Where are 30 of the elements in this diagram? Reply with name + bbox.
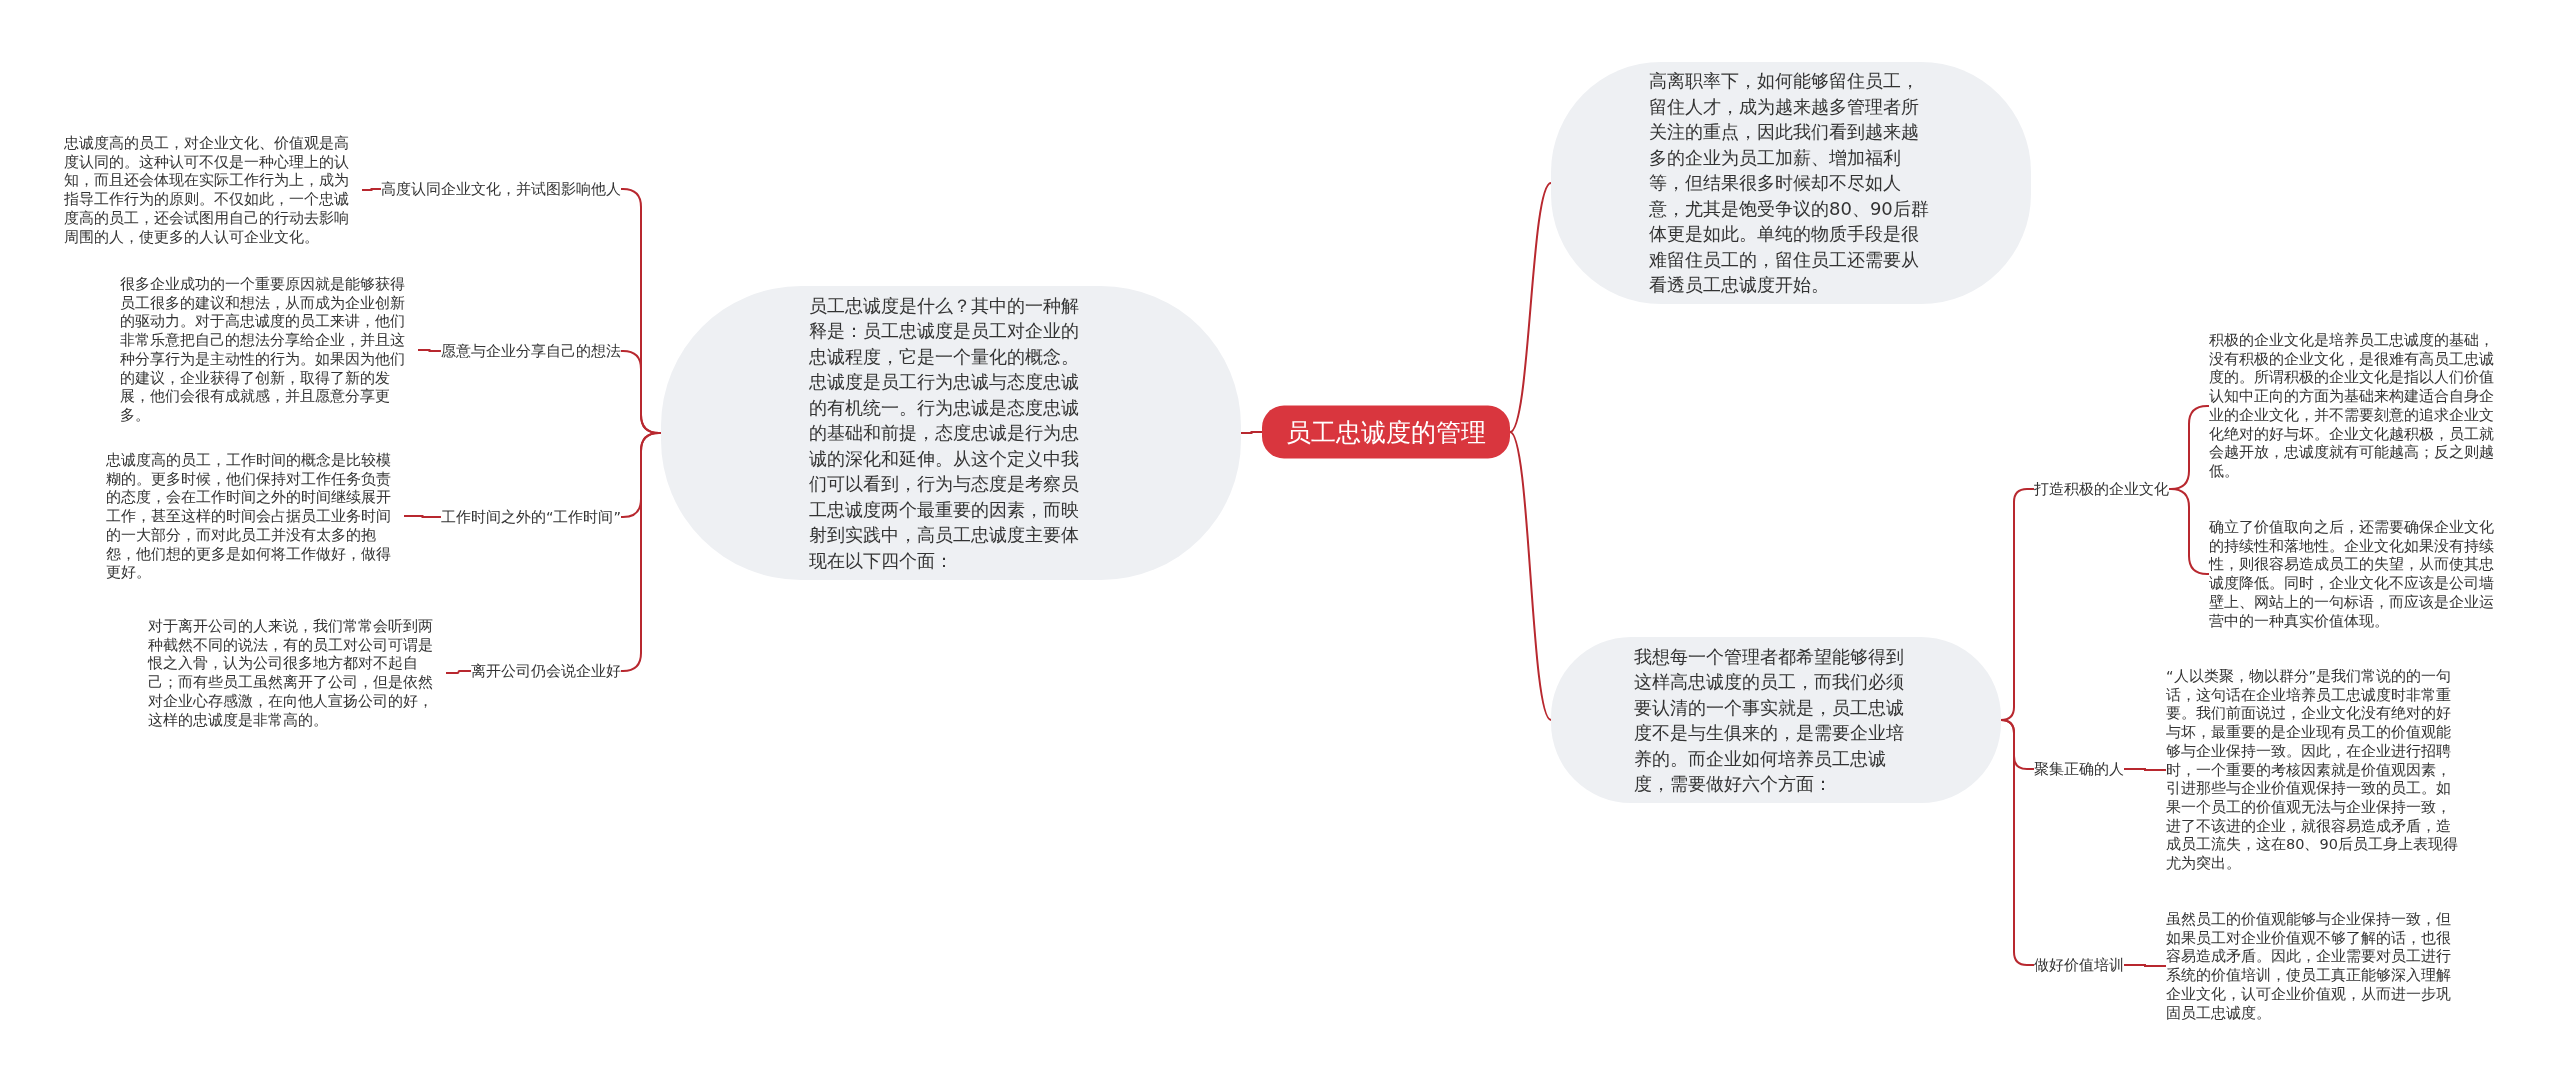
- connector-line: [2123, 964, 2167, 967]
- connector-line: [1240, 431, 1263, 434]
- branch-label: 愿意与企业分享自己的想法: [441, 341, 621, 361]
- connector-line: [620, 432, 662, 672]
- branch-label: 做好价值培训: [2034, 955, 2124, 975]
- note-text: 很多企业成功的一个重要原因就是能够获得员工很多的建议和想法，从而成为企业创新的驱动力。对于高忠诚度的员工来讲，他们非常乐意把自己的想法分享给企业，并且这种分享行为是主动性的行为。如果因为他们的建议，企业获得了创新，取得了新的发展，他们会很有成就感，并且愿意分享更多。: [120, 275, 418, 425]
- central-topic: 员工忠诚度的管理: [1262, 405, 1510, 459]
- branch-label: 离开公司仍会说企业好: [471, 661, 621, 681]
- connector-line: [361, 188, 382, 191]
- connector-line: [1509, 431, 1552, 721]
- note-text: 忠诚度高的员工，对企业文化、价值观是高度认同的。这种认可不仅是一种心理上的认知，而且还会体现在实际工作行为上，成为指导工作行为的原则。不仅如此，一个忠诚度高的员工，还会试图用自己的行动去影响周围的人，使更多的人认可企业文化。: [64, 133, 362, 247]
- branch-label: 工作时间之外的“工作时间”: [440, 507, 621, 527]
- note-text: 对于离开公司的人来说，我们常常会听到两种截然不同的说法，有的员工对公司可谓是恨之入骨，认为公司很多地方都对不起自己；而有些员工虽然离开了公司，但是依然对企业心存感激，在向他人宣扬公司的好，这样的忠诚度是非常高的。: [148, 616, 446, 730]
- topic-bubble: 高离职率下，如何能够留住员工，留住人才，成为越来越多管理者所关注的重点，因此我们看到越来越多的企业为员工加薪、增加福利等，但结果很多时候却不尽如人意，尤其是饱受争议的80、90后群体更是如此。单纯的物质手段是很难留住员工的，留住员工还需要从看透员工忠诚度开始。: [1551, 62, 2031, 304]
- branch-label: 高度认同企业文化，并试图影响他人: [381, 179, 621, 199]
- connector-line: [2168, 488, 2210, 575]
- connector-line: [417, 349, 442, 352]
- note-text: “人以类聚，物以群分”是我们常说的的一句话，这句话在企业培养员工忠诚度时非常重要。我们前面说过，企业文化没有绝对的好与坏，最重要的是企业现有员工的价值观能够与企业保持一致。因此，在企业进行招聘时，一个重要的考核因素就是价值观因素，引进那些与企业价值观保持一致的员工。如果一个员工的价值观无法与企业保持一致，进了不该进的企业，就很容易造成矛盾，造成员工流失，这在80、90后员工身上表现得尤为突出。: [2166, 667, 2464, 873]
- branch-label: 聚集正确的人: [2034, 759, 2124, 779]
- topic-bubble: 员工忠诚度是什么？其中的一种解释是：员工忠诚度是员工对企业的忠诚程度，它是一个量化的概念。忠诚度是员工行为忠诚与态度忠诚的有机统一。行为忠诚是态度忠诚的基础和前提，态度忠诚是行为忠诚的深化和延伸。从这个定义中我们可以看到，行为与态度是考察员工忠诚度两个最重要的因素，而映射到实践中，高员工忠诚度主要体现在以下四个面：: [661, 286, 1241, 580]
- topic-bubble: 我想每一个管理者都希望能够得到这样高忠诚度的员工，而我们必须要认清的一个事实就是，员工忠诚度不是与生俱来的，是需要企业培养的。而企业如何培养员工忠诚度，需要做好六个方面：: [1551, 637, 2001, 803]
- connector-line: [1509, 182, 1552, 433]
- note-text: 忠诚度高的员工，工作时间的概念是比较模糊的。更多时候，他们保持对工作任务负责的态度，会在工作时间之外的时间继续展开工作，甚至这样的时间会占据员工业务时间的一大部分，而对此员工并没有太多的抱怨，他们想的更多是如何将工作做好，做得更好。: [106, 450, 404, 582]
- connector-line: [403, 515, 442, 518]
- note-text: 积极的企业文化是培养员工忠诚度的基础，没有积极的企业文化，是很难有高员工忠诚度的。所谓积极的企业文化是指以人们价值认知中正向的方面为基础来构建适合自身企业的企业文化，并不需要刻意的追求企业文化绝对的好与坏。企业文化越积极，员工就会越开放，忠诚度就有可能越高；反之则越低。: [2209, 331, 2507, 481]
- note-text: 确立了价值取向之后，还需要确保企业文化的持续性和落地性。企业文化如果没有持续性，则很容易造成员工的失望，从而使其忠诚度降低。同时，企业文化不应该是公司墙壁上、网站上的一句标语，而应该是企业运营中的一种真实价值体现。: [2209, 517, 2507, 631]
- branch-label: 打造积极的企业文化: [2034, 479, 2169, 499]
- note-text: 虽然员工的价值观能够与企业保持一致，但如果员工对企业价值观不够了解的话，也很容易造成矛盾。因此，企业需要对员工进行系统的价值培训，使员工真正能够深入理解企业文化，认可企业价值观，从而进一步巩固员工忠诚度。: [2166, 909, 2464, 1023]
- connector-line: [2123, 768, 2167, 771]
- connector-line: [445, 670, 472, 674]
